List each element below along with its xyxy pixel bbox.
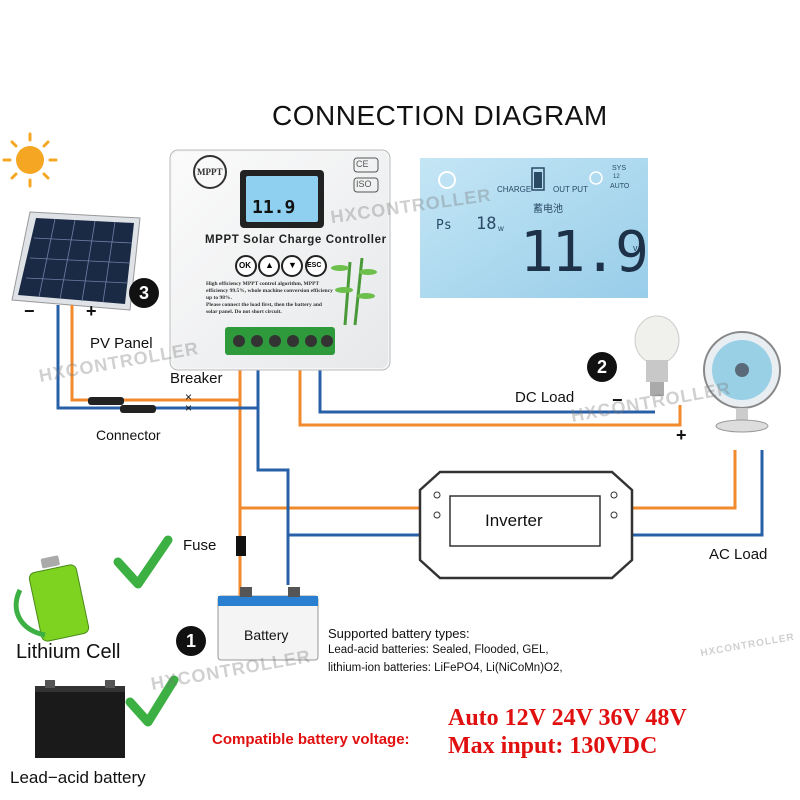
lcd-voltage-unit: v	[633, 243, 638, 253]
supported-line-1: Lead-acid batteries: Sealed, Flooded, GE…	[328, 644, 549, 656]
controller-lcd-value: 11.9	[252, 197, 296, 218]
light-bulb	[634, 315, 680, 396]
battery-label: Battery	[244, 627, 289, 643]
ok-button[interactable]: OK	[239, 261, 251, 270]
sun-icon	[2, 132, 58, 188]
lcd-sys-label: SYS	[612, 165, 627, 172]
compatible-voltages: Auto 12V 24V 36V 48V	[448, 705, 687, 731]
pv-panel-label: PV Panel	[90, 335, 153, 352]
diagram-title: CONNECTION DIAGRAM	[272, 100, 608, 131]
mc4-connector	[88, 397, 156, 413]
ce-mark: CE	[356, 159, 369, 169]
dc-load-minus: −	[612, 390, 623, 410]
breaker-label: Breaker	[170, 370, 223, 387]
up-button[interactable]: ▲	[265, 260, 274, 270]
lithium-cell	[13, 555, 90, 642]
breaker-cross-2: ×	[185, 401, 193, 415]
supported-heading: Supported battery types:	[328, 626, 470, 641]
lcd-display	[420, 158, 648, 298]
dc-load-plus: +	[676, 425, 687, 445]
fan	[703, 331, 781, 433]
badge-2: 2	[587, 352, 617, 382]
badge-3: 3	[129, 278, 159, 308]
charge-controller	[169, 149, 391, 371]
check-icon	[125, 675, 179, 727]
lcd-battery-label: 蓄电池	[533, 204, 563, 215]
controller-description: High efficiency MPPT control algorithm, …	[206, 281, 333, 315]
lead-acid-battery	[35, 680, 125, 758]
lcd-ps-unit: w	[498, 224, 504, 233]
pv-plus: +	[86, 301, 97, 321]
battery	[217, 587, 319, 661]
connector-label: Connector	[96, 427, 161, 443]
lcd-voltage-value: 11.9	[520, 220, 649, 285]
lithium-cell-label: Lithium Cell	[16, 641, 121, 663]
lcd-sys-num: 12	[613, 174, 620, 180]
controller-brand: MPPT	[197, 167, 223, 177]
lcd-auto-label: AUTO	[610, 183, 630, 190]
compatible-voltage-label: Compatible battery voltage:	[212, 731, 410, 748]
lcd-ps-label: Ps	[436, 218, 452, 233]
iso-mark: ISO	[356, 179, 372, 189]
ac-load-label: AC Load	[709, 546, 768, 563]
supported-line-2: lithium-ion batteries: LiFePO4, Li(NiCoM…	[328, 662, 563, 674]
fuse-label: Fuse	[183, 537, 217, 554]
max-input: Max input: 130VDC	[448, 733, 658, 759]
lead-acid-label: Lead−acid battery	[10, 768, 146, 787]
breaker-cross-1: ×	[185, 390, 193, 404]
fuse	[236, 536, 246, 556]
badge-1: 1	[176, 626, 206, 656]
controller-name: MPPT Solar Charge Controller	[205, 234, 387, 246]
inverter	[418, 470, 634, 580]
esc-button[interactable]: ESC	[307, 262, 322, 269]
lcd-charge-label: CHARGE	[497, 185, 532, 194]
check-icon	[113, 535, 173, 589]
solar-panel	[11, 211, 141, 311]
blue-wires	[56, 305, 764, 585]
inverter-label: Inverter	[485, 511, 543, 530]
dc-load-label: DC Load	[515, 389, 575, 406]
pv-minus: −	[24, 301, 35, 321]
lcd-ps-value: 18	[476, 214, 497, 234]
down-button[interactable]: ▼	[288, 260, 297, 270]
lcd-output-label: OUT PUT	[553, 185, 588, 194]
